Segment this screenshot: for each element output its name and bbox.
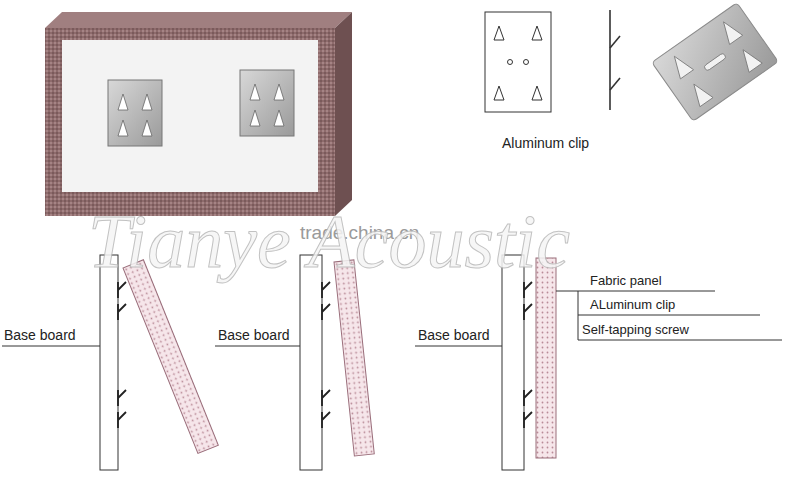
panel-front — [45, 28, 335, 216]
part-label: ALuminum clip — [590, 297, 675, 313]
section-open — [2, 255, 218, 470]
leader-line — [578, 340, 782, 341]
part-label: Base board — [418, 327, 490, 344]
section-closing — [215, 255, 374, 470]
base-board — [300, 255, 322, 470]
clip-symbol — [524, 282, 532, 428]
clip-3d — [652, 3, 778, 122]
clip-symbol — [322, 282, 330, 428]
clip-on-panel — [240, 70, 294, 136]
leader-line — [415, 346, 502, 347]
part-label: Fabric panel — [590, 273, 662, 289]
fabric-panel — [123, 260, 218, 454]
panel-top — [45, 12, 352, 28]
leader-line — [215, 346, 300, 347]
base-board — [100, 255, 118, 470]
fabric-panel — [536, 258, 556, 458]
panel-back — [62, 40, 318, 192]
part-label: Base board — [218, 327, 290, 344]
watermark: Tianye Acoustic — [88, 196, 570, 287]
leader-line — [556, 291, 715, 292]
clip-plan — [485, 12, 551, 112]
section-mounted — [415, 255, 782, 470]
part-label: Self-tapping screw — [582, 322, 689, 338]
fabric-panel — [334, 260, 374, 456]
part-label: Aluminum clip — [502, 135, 589, 152]
part-label: Base board — [4, 327, 76, 344]
clip-symbol — [118, 282, 126, 428]
leader-line — [578, 315, 760, 316]
clip-profile — [610, 10, 620, 110]
base-board — [502, 255, 524, 470]
panel-side — [335, 12, 352, 216]
leader-line — [2, 346, 100, 347]
clip-on-panel — [108, 80, 162, 146]
panel-illustration — [45, 12, 352, 216]
